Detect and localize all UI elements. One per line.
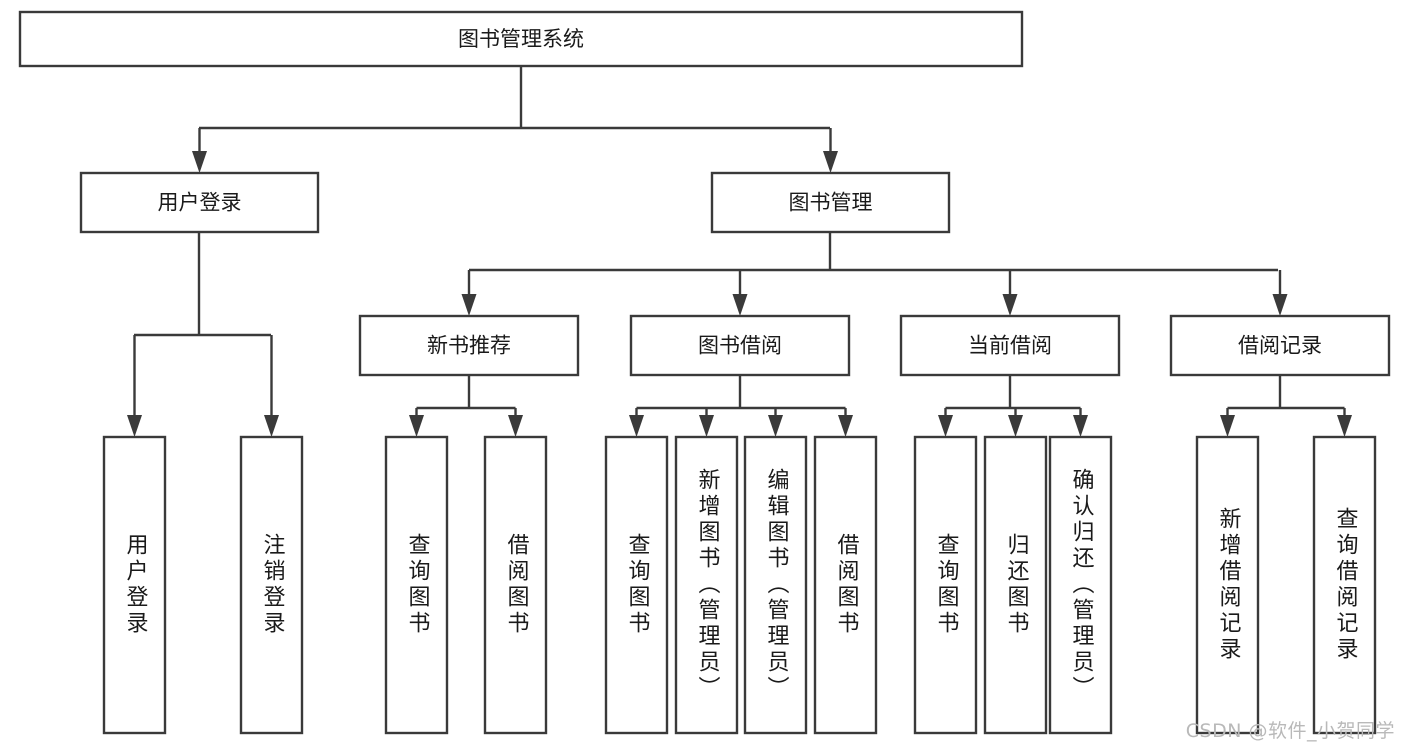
current-borrow-to-leaf-confirm-return-arrowhead xyxy=(1073,415,1088,437)
node-label-book-manage: 图书管理 xyxy=(789,191,873,215)
borrow-record-to-leaf-add-record-arrowhead xyxy=(1220,415,1235,437)
leaf-box-leaf-add-record[interactable] xyxy=(1195,435,1260,735)
node-box-new-book-rec[interactable] xyxy=(358,314,580,377)
watermark-text: CSDN @软件_小贺同学 xyxy=(1185,720,1395,742)
root-node-label: 图书管理系统 xyxy=(458,27,584,51)
new-book-rec-to-leaf-borrow-book-rec-arrowhead xyxy=(508,415,523,437)
node-boxes xyxy=(18,10,1391,735)
node-label-new-book-rec: 新书推荐 xyxy=(427,334,511,358)
node-label-book-borrow: 图书借阅 xyxy=(698,334,782,358)
leaf-box-leaf-return-book[interactable] xyxy=(983,435,1048,735)
leaf-box-leaf-user-logout[interactable] xyxy=(239,435,304,735)
node-box-book-manage[interactable] xyxy=(710,171,951,234)
user-login-to-leaf-user-login-arrowhead xyxy=(127,415,142,437)
book-borrow-to-leaf-add-book-arrowhead xyxy=(699,415,714,437)
user-login-to-leaf-user-logout-arrowhead xyxy=(264,415,279,437)
node-box-borrow-record[interactable] xyxy=(1169,314,1391,377)
leaf-box-leaf-confirm-return[interactable] xyxy=(1048,435,1113,735)
leaf-box-leaf-query-record[interactable] xyxy=(1312,435,1377,735)
root-node-box[interactable] xyxy=(18,10,1024,68)
book-manage-to-borrow-record-arrowhead xyxy=(1272,294,1288,316)
leaf-box-leaf-query-book-rec[interactable] xyxy=(384,435,449,735)
node-box-current-borrow[interactable] xyxy=(899,314,1121,377)
leaf-box-leaf-query-book-current[interactable] xyxy=(913,435,978,735)
leaf-box-leaf-borrow-book[interactable] xyxy=(813,435,878,735)
borrow-record-to-leaf-query-record-arrowhead xyxy=(1337,415,1352,437)
book-manage-to-current-borrow-arrowhead xyxy=(1002,294,1018,316)
book-borrow-to-leaf-edit-book-arrowhead xyxy=(768,415,783,437)
root-to-book-manage-arrowhead xyxy=(823,151,838,173)
node-label-user-login: 用户登录 xyxy=(158,191,242,215)
node-box-book-borrow[interactable] xyxy=(629,314,851,377)
book-manage-to-book-borrow-arrowhead xyxy=(732,294,748,316)
book-borrow-to-leaf-borrow-book-arrowhead xyxy=(838,415,853,437)
leaf-box-leaf-user-login[interactable] xyxy=(102,435,167,735)
node-label-current-borrow: 当前借阅 xyxy=(968,334,1052,358)
new-book-rec-to-leaf-query-book-rec-arrowhead xyxy=(409,415,424,437)
book-manage-to-new-book-rec-arrowhead xyxy=(461,294,477,316)
current-borrow-to-leaf-query-book-current-arrowhead xyxy=(938,415,953,437)
current-borrow-to-leaf-return-book-arrowhead xyxy=(1008,415,1023,437)
leaf-box-leaf-add-book[interactable] xyxy=(674,435,739,735)
root-to-user-login-arrowhead xyxy=(192,151,207,173)
connector-lines xyxy=(127,66,1352,437)
node-label-borrow-record: 借阅记录 xyxy=(1238,334,1322,358)
leaf-box-leaf-edit-book[interactable] xyxy=(743,435,808,735)
leaf-box-leaf-borrow-book-rec[interactable] xyxy=(483,435,548,735)
node-box-user-login[interactable] xyxy=(79,171,320,234)
leaf-box-leaf-query-book-borrow[interactable] xyxy=(604,435,669,735)
book-borrow-to-leaf-query-book-borrow-arrowhead xyxy=(629,415,644,437)
